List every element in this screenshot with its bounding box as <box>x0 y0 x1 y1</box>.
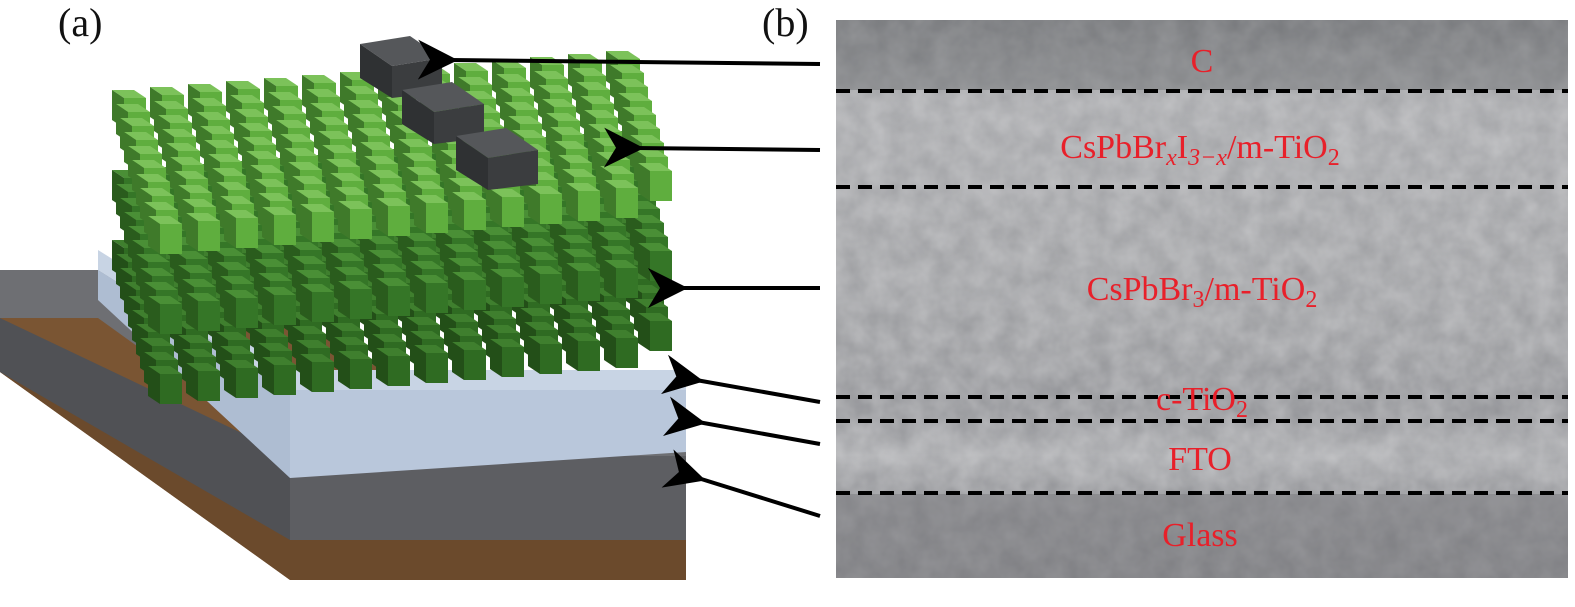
arrow-to-carbon <box>417 39 821 80</box>
arrow-to-glass <box>661 449 821 518</box>
perovskite-cube <box>452 272 486 310</box>
perovskite-cube <box>604 330 638 368</box>
perovskite-cube <box>186 363 220 401</box>
perovskite-cube <box>604 260 638 298</box>
panel-label-b: (b) <box>762 0 809 45</box>
carbon-block <box>456 128 538 190</box>
perovskite-cube <box>604 180 638 218</box>
layer-boundaries <box>836 89 1568 495</box>
perovskite-cube <box>452 342 486 380</box>
perovskite-cube <box>566 333 600 371</box>
perovskite-cube <box>300 204 334 242</box>
perovskite-cube <box>148 296 182 334</box>
perovskite-cube <box>300 354 334 392</box>
sem-glass-band <box>836 494 1568 578</box>
perovskite-cube <box>414 195 448 233</box>
layer-label-mixed-perovskite: CsPbBrxI3−x/m-TiO2 <box>1060 129 1339 171</box>
perovskite-cube <box>338 281 372 319</box>
sem-carbon-band <box>836 20 1568 90</box>
glass-layer-front <box>0 334 686 580</box>
perovskite-cube <box>186 213 220 251</box>
perovskite-cube <box>224 360 258 398</box>
perovskite-cube <box>638 163 672 201</box>
perovskite-cube <box>300 284 334 322</box>
perovskite-cube <box>262 207 296 245</box>
perovskite-cube <box>262 287 296 325</box>
perovskite-cube <box>490 189 524 227</box>
perovskite-cube <box>186 293 220 331</box>
ctio2-layer-front <box>290 390 686 478</box>
arrow-to-fto <box>662 396 821 446</box>
perovskite-cube <box>224 290 258 328</box>
perovskite-cube <box>490 339 524 377</box>
perovskite-cube <box>376 348 410 386</box>
sem-cross-section <box>836 20 1568 578</box>
arrow-to-mixed-perovskite <box>603 127 821 168</box>
arrow-to-ctio2 <box>660 354 821 404</box>
perovskite-cube <box>528 266 562 304</box>
layer-label-c: C <box>1191 43 1214 80</box>
layer-label-cspbbr3: CsPbBr3/m-TiO2 <box>1087 271 1318 313</box>
fto-layer-side <box>0 318 290 540</box>
layer-label-glass: Glass <box>1162 517 1238 554</box>
perovskite-cube <box>262 357 296 395</box>
sem-grain-texture <box>836 20 1568 578</box>
perovskite-cube <box>338 351 372 389</box>
perovskite-cube <box>566 263 600 301</box>
perovskite-cube <box>148 216 182 254</box>
perovskite-cube-array <box>112 51 672 404</box>
carbon-electrode-blocks <box>360 36 538 190</box>
perovskite-cube <box>148 366 182 404</box>
perovskite-cube <box>528 336 562 374</box>
perovskite-cube <box>638 243 672 281</box>
layer-label-ctio2: c-TiO2 <box>1156 381 1248 423</box>
perovskite-cube <box>566 183 600 221</box>
perovskite-cube <box>490 269 524 307</box>
perovskite-cube <box>638 313 672 351</box>
perovskite-cube <box>528 186 562 224</box>
device-schematic <box>0 36 686 580</box>
perovskite-cube <box>452 192 486 230</box>
panel-label-a: (a) <box>58 0 102 45</box>
perovskite-cube <box>376 198 410 236</box>
perovskite-cube <box>414 275 448 313</box>
layer-label-fto: FTO <box>1168 441 1232 478</box>
perovskite-cube <box>376 278 410 316</box>
perovskite-cube <box>414 345 448 383</box>
perovskite-cube <box>338 201 372 239</box>
perovskite-cube <box>224 210 258 248</box>
arrows <box>417 39 821 518</box>
layer-labels: C CsPbBrxI3−x/m-TiO2 CsPbBr3/m-TiO2 c-Ti… <box>1060 43 1339 554</box>
fto-layer-front <box>290 456 686 540</box>
